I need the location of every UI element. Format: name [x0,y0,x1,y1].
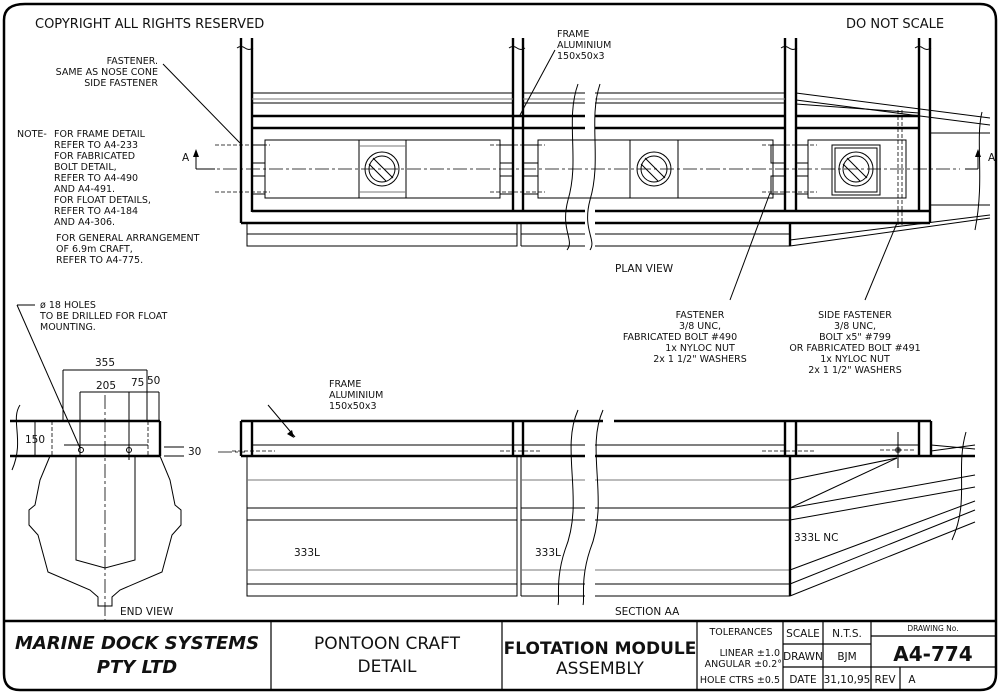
frame-section-label-2: ALUMINIUM [329,390,383,401]
note-line: REFER TO A4-233 [54,140,138,151]
note-line: FOR FRAME DETAIL [54,129,146,140]
dim-50: 50 [147,375,160,387]
general-notes: NOTE- FOR FRAME DETAIL REFER TO A4-233 F… [17,129,200,266]
tolerances-label: TOLERANCES [708,627,772,638]
frame-plan-label-3: 150x50x3 [557,51,605,62]
dim-355: 355 [95,357,115,369]
project-line1: PONTOON CRAFT [314,634,461,654]
plan-view: A A PLAN VIEW [182,38,996,275]
frame-plan-label-2: ALUMINIUM [557,40,611,51]
fastener-line: FABRICATED BOLT #490 [623,332,737,343]
section-marker-right: A [988,152,996,164]
plan-view-label: PLAN VIEW [615,263,674,275]
note-line: REFER TO A4-184 [54,206,138,217]
dim-205: 205 [96,380,116,392]
note-fastener-nose-2: SAME AS NOSE CONE [56,67,158,78]
fastener-callout: FASTENER 3/8 UNC, FABRICATED BOLT #490 1… [623,310,747,365]
section-aa-view: 333L 333L 333L NC SECTION AA [232,404,976,618]
side-fastener-line: BOLT x5" #799 [819,332,891,343]
float-label-nose: 333L NC [794,532,838,544]
note-line: REFER TO A4-490 [54,173,138,184]
drawing-title-line1: FLOTATION MODULE [504,639,697,659]
drawing-number: A4-774 [893,642,972,666]
project-line2: DETAIL [357,657,417,677]
section-marker-left: A [182,152,190,164]
note-line: AND A4-306. [54,217,115,228]
note-line: OF 6.9m CRAFT, [56,244,133,255]
fastener-line: 3/8 UNC, [679,321,721,332]
note-line: FOR GENERAL ARRANGEMENT [56,233,200,244]
fastener-line: 2x 1 1/2" WASHERS [653,354,747,365]
side-fastener-line: 2x 1 1/2" WASHERS [808,365,902,376]
holes-note-1: ø 18 HOLES [40,300,96,311]
title-block: MARINE DOCK SYSTEMS PTY LTD PONTOON CRAF… [4,619,996,690]
frame-section-label-1: FRAME [329,379,361,390]
holes-note-3: MOUNTING. [40,322,96,333]
end-view: ø 18 HOLES TO BE DRILLED FOR FLOAT MOUNT… [10,300,245,620]
do-not-scale-text: DO NOT SCALE [846,17,944,32]
drawing-no-label: DRAWING No. [907,624,958,633]
fastener-line: 1x NYLOC NUT [665,343,735,354]
scale-value: N.T.S. [832,628,862,640]
note-line: REFER TO A4-775. [56,255,143,266]
tolerance-hole-ctrs: HOLE CTRS ±0.5 [700,675,780,686]
company-name-line1: MARINE DOCK SYSTEMS [15,633,259,654]
date-label: DATE [789,674,816,686]
drawn-value: BJM [837,651,856,663]
float-label-2: 333L [535,547,561,559]
float-label-1: 333L [294,547,320,559]
drawn-label: DRAWN [783,651,823,663]
company-name-line2: PTY LTD [97,657,178,678]
note-line: BOLT DETAIL, [54,162,117,173]
note-fastener-nose-1: FASTENER. [107,56,158,67]
note-prefix: NOTE- [17,129,47,140]
note-line: FOR FLOAT DETAILS, [54,195,151,206]
dim-30: 30 [188,446,201,458]
copyright-text: COPYRIGHT ALL RIGHTS RESERVED [35,17,264,32]
end-view-label: END VIEW [120,606,174,618]
frame-plan-label-1: FRAME [557,29,589,40]
dim-75: 75 [131,377,144,389]
note-fastener-nose-3: SIDE FASTENER [84,78,158,89]
drawing-title-line2: ASSEMBLY [556,659,644,679]
rev-value: A [908,674,916,686]
note-line: FOR FABRICATED [54,151,135,162]
section-aa-label: SECTION AA [615,606,680,618]
side-fastener-line: 1x NYLOC NUT [820,354,890,365]
note-line: AND A4-491. [54,184,115,195]
dim-150: 150 [25,434,45,446]
side-fastener-line: SIDE FASTENER [818,310,892,321]
rev-label: REV [874,674,896,686]
frame-section-label-3: 150x50x3 [329,401,377,412]
scale-label: SCALE [786,628,820,640]
date-value: 31,10,95 [824,674,871,686]
side-fastener-line: OR FABRICATED BOLT #491 [789,343,920,354]
side-fastener-callout: SIDE FASTENER 3/8 UNC, BOLT x5" #799 OR … [789,310,920,376]
tolerance-angular: ANGULAR ±0.2° [705,659,782,670]
fastener-line: FASTENER [676,310,725,321]
side-fastener-line: 3/8 UNC, [834,321,876,332]
tolerance-linear: LINEAR ±1.0 [720,648,780,659]
holes-note-2: TO BE DRILLED FOR FLOAT [39,311,168,322]
